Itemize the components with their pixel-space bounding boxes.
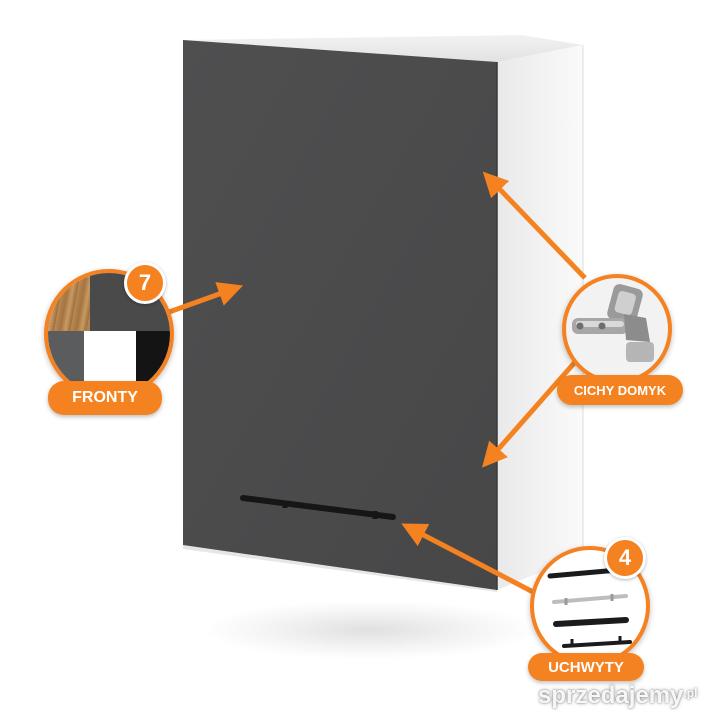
cabinet-door [183, 40, 497, 590]
fronty-count-badge: 7 [124, 262, 166, 304]
arrow-fronty [157, 282, 244, 319]
hinge-icon [572, 284, 654, 362]
watermark: sprzedajemy.pl [538, 682, 697, 710]
arrow-hinge-bottom [482, 351, 585, 468]
door-handle [240, 495, 396, 520]
arrow-hinge-top [482, 171, 587, 280]
cabinet-top [183, 35, 583, 62]
cabinet-side [497, 45, 583, 590]
arrow-handle [401, 523, 537, 596]
watermark-text: sprzedajemy [538, 682, 684, 709]
watermark-suffix: .pl [683, 686, 698, 700]
handles-label: UCHWYTY [528, 653, 644, 681]
hinge-label: CICHY DOMYK [557, 375, 683, 405]
floor-shadow [200, 600, 540, 660]
hinge-circle [562, 274, 672, 384]
handles-icon [547, 567, 632, 648]
handles-count-badge: 4 [604, 537, 646, 579]
cabinet-bottom [183, 545, 497, 592]
swatch-oak [48, 273, 90, 331]
fronty-label: FRONTY [48, 381, 162, 415]
